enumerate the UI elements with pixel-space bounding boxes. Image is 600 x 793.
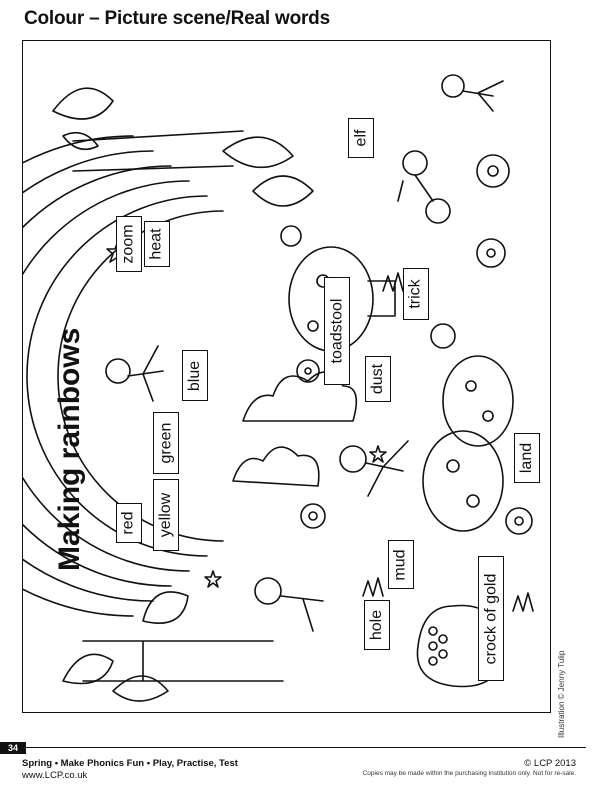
elf-body [365,440,409,497]
gold-coin [428,641,438,651]
elf-body [280,595,324,632]
bush [232,446,320,487]
leaf [252,175,314,207]
toadstool-spot [307,320,319,332]
leaf [62,131,99,151]
rainbow-band [23,150,154,602]
sparkle [204,570,222,588]
elf-body [397,174,434,202]
elf-head [425,198,451,224]
scene-illustration [23,74,534,702]
word-label: toadstool [324,277,350,385]
flower-center [514,516,524,526]
word-label: elf [348,118,374,158]
elf-head [441,74,465,98]
flower [296,359,320,383]
word-label: crock of gold [478,556,504,681]
elf-head [280,225,302,247]
series-title: Spring • Make Phonics Fun • Play, Practi… [22,758,238,769]
leaf [142,591,189,625]
elf-body [127,345,164,402]
word-label: mud [388,540,414,589]
toadstool-spot [482,410,494,422]
gold-coin [438,634,448,644]
elf-body [462,80,504,112]
word-label: hole [364,600,390,650]
word-label: trick [403,268,429,320]
leaf [222,136,294,169]
toadstool-stem [367,280,396,317]
sparkle [369,445,387,463]
word-label: heat [144,221,170,267]
elf-head [402,150,428,176]
flower-center [486,248,496,258]
grass [362,272,534,612]
toadstool-cap [442,355,514,447]
rainbow-band [23,165,172,587]
word-label: blue [182,350,208,401]
flower [476,154,510,188]
tree-trunk [72,130,244,172]
page-number: 34 [0,742,26,754]
copyright: © LCP 2013 [524,758,576,769]
flower [505,507,533,535]
illustration-credit: Illustration © Jenny Tulip [557,650,566,738]
flower [476,238,506,268]
word-label: zoom [116,216,142,272]
word-label: green [153,412,179,474]
gold-coin [428,656,438,666]
rainbow-band [23,180,190,572]
leaf [52,87,114,120]
elf-head [254,577,282,605]
flower [300,503,326,529]
elf-head [339,445,367,473]
footer-divider [26,747,586,748]
word-label: land [514,433,540,483]
toadstool-cap [422,430,504,532]
flower-center [487,165,499,177]
page-title: Colour – Picture scene/Real words [24,8,330,29]
elf-head [430,323,456,349]
word-label: yellow [153,479,179,551]
leaf [62,653,114,685]
gold-coin [428,626,438,636]
toadstool-spot [446,459,460,473]
word-label: red [116,503,142,543]
publisher-url: www.LCP.co.uk [22,770,88,781]
tree-trunk [82,640,284,682]
scene-title: Making rainbows [53,327,86,571]
toadstool-spot [465,380,477,392]
leaf [112,675,169,702]
picture-scene: Making rainbows zoom heat elf trick toad… [22,40,551,713]
bush [242,371,358,422]
flower-center [304,367,312,375]
flower-center [308,511,318,521]
gold-coin [438,649,448,659]
word-label: dust [365,356,391,402]
elf-head [105,358,131,384]
copy-permission-note: Copies may be made within the purchasing… [362,770,576,777]
toadstool-spot [466,494,480,508]
